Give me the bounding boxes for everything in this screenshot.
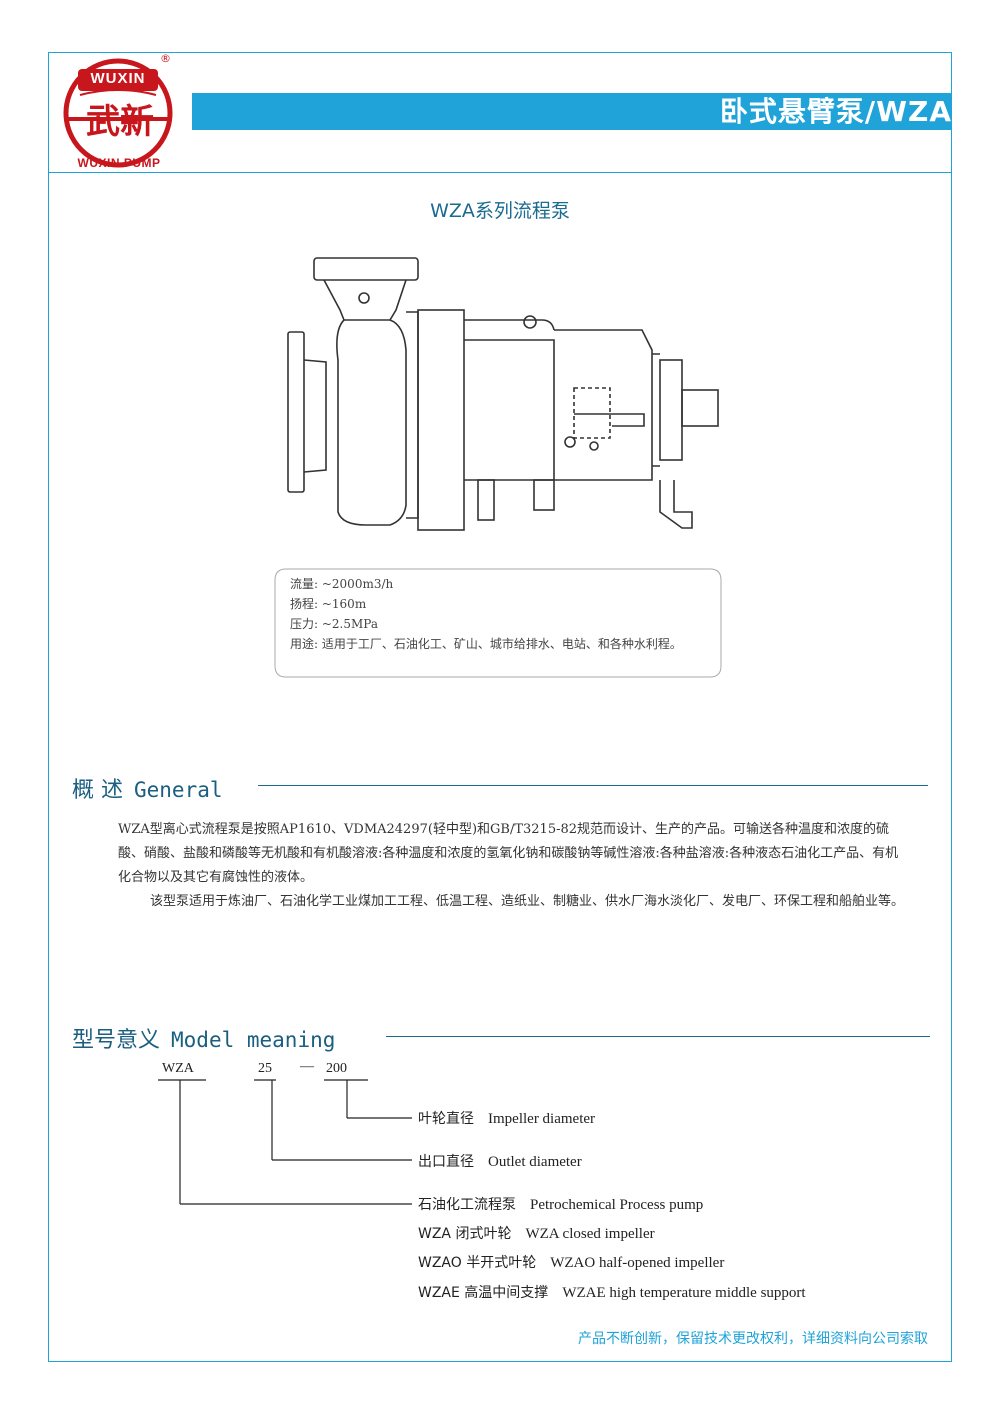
general-paragraph-1: WZA型离心式流程泵是按照AP1610、VDMA24297(轻中型)和GB/T3… <box>118 822 899 885</box>
spec-flow: 流量: ~2000m3/h <box>290 577 394 591</box>
model-heading-zh: 型号意义 <box>72 1028 161 1053</box>
model-code-series: WZA <box>162 1061 194 1076</box>
header-divider <box>48 172 952 173</box>
general-paragraph-2: 该型泵适用于炼油厂、石油化学工业煤加工工程、低温工程、造纸业、制糖业、供水厂海水… <box>150 894 905 909</box>
general-body: WZA型离心式流程泵是按照AP1610、VDMA24297(轻中型)和GB/T3… <box>118 818 908 914</box>
model-code-dash: — <box>300 1059 314 1074</box>
page-title: 卧式悬臂泵/WZA <box>719 95 952 128</box>
general-heading-rule <box>258 785 928 786</box>
spec-list: 流量: ~2000m3/h 扬程: ~160m 压力: ~2.5MPa 用途: … <box>290 574 720 654</box>
spec-head: 扬程: ~160m <box>290 597 367 611</box>
pump-technical-drawing <box>287 257 719 531</box>
logo-caption: WUXIN PUMP <box>77 156 161 170</box>
spec-pressure: 压力: ~2.5MPa <box>290 617 378 631</box>
footer-note: 产品不断创新，保留技术更改权利，详细资料向公司索取 <box>578 1331 928 1347</box>
wuxin-logo <box>63 58 173 168</box>
model-code-impeller: 200 <box>326 1061 347 1076</box>
general-heading-en: General <box>134 778 223 802</box>
model-code-outlet: 25 <box>258 1061 272 1076</box>
spec-usage: 用途: 适用于工厂、石油化工、矿山、城市给排水、电站、和各种水利程。 <box>290 637 682 651</box>
title-bar <box>192 93 952 130</box>
model-heading-en: Model meaning <box>171 1028 336 1052</box>
general-heading: 概 述 General <box>72 772 223 804</box>
logo-wordmark: WUXIN <box>90 70 146 87</box>
spec-panel-outline <box>274 568 722 678</box>
registered-mark: ® <box>160 52 171 65</box>
page-frame <box>48 52 952 1362</box>
product-title: WZA系列流程泵 <box>430 200 570 222</box>
logo-chinese-name: 武新 <box>86 102 154 142</box>
general-heading-zh: 概 述 <box>72 778 123 803</box>
model-connector-lines <box>158 1079 412 1205</box>
model-heading: 型号意义 Model meaning <box>72 1022 335 1054</box>
model-heading-rule <box>386 1036 930 1037</box>
